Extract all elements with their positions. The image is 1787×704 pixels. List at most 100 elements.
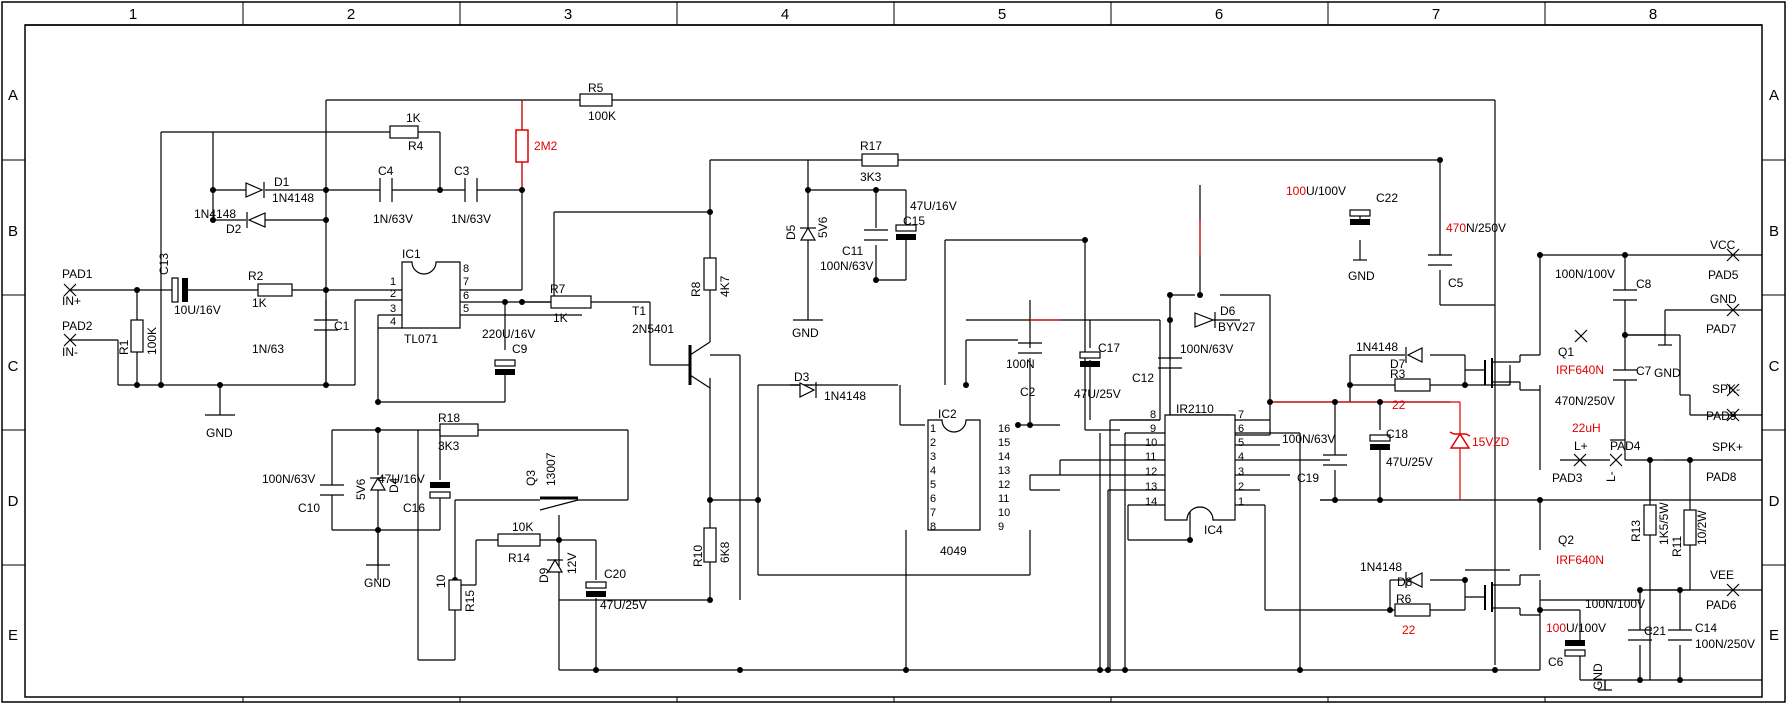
resistor-r5	[579, 93, 613, 107]
label: TL071	[404, 332, 438, 346]
label: 100K	[588, 109, 616, 123]
label: 470N/250V	[1555, 394, 1615, 408]
pin: 4	[1238, 451, 1244, 463]
pin: 15	[998, 437, 1010, 449]
components	[63, 93, 1740, 691]
component-labels: PAD1 IN+ PAD2 IN- C13 10U/16V R1 100K R2…	[62, 81, 1755, 690]
label: 2M2	[534, 139, 558, 153]
label: PAD2	[62, 319, 93, 333]
label: IRF640N	[1556, 553, 1604, 567]
label: C11	[842, 244, 863, 258]
pin: 11	[1145, 451, 1156, 463]
ic-bodies	[401, 261, 1236, 531]
highlight-wires	[521, 100, 1461, 500]
resistor-r1	[130, 319, 144, 353]
label: PAD9	[1706, 409, 1737, 423]
pin: 5	[930, 479, 936, 491]
electrolytic-caps	[160, 209, 1586, 657]
label: VCC	[1710, 238, 1736, 252]
label: GND	[364, 576, 391, 590]
resistor-r7	[550, 295, 592, 309]
pin: 14	[1145, 496, 1157, 508]
pin: 10	[998, 507, 1010, 519]
col-label: 6	[1215, 6, 1223, 23]
junctions	[134, 157, 1693, 683]
pin: 1	[930, 423, 936, 435]
label: SPK-	[1712, 382, 1740, 396]
label: 22	[1402, 623, 1416, 637]
label: L-	[1604, 471, 1618, 482]
col-label: 2	[347, 6, 355, 23]
pin: 2	[930, 437, 936, 449]
label: 100	[1286, 184, 1306, 198]
label: 1N4148	[1356, 340, 1398, 354]
label: PAD1	[62, 267, 93, 281]
label: U/100V	[1306, 184, 1346, 198]
resistor-r8	[703, 257, 717, 291]
label: 1N4148	[194, 207, 236, 221]
col-label: 7	[1432, 6, 1440, 23]
label: 1K	[406, 111, 421, 125]
pin: 4	[930, 465, 936, 477]
pin: 16	[998, 423, 1010, 435]
label: 22uH	[1572, 421, 1601, 435]
label: C8	[1636, 277, 1652, 291]
label: C4	[378, 164, 394, 178]
label: D8	[1397, 575, 1413, 589]
pin: 7	[930, 507, 936, 519]
pad-cross	[63, 248, 1740, 597]
resistor-2m2	[515, 129, 529, 163]
label: Q3	[524, 470, 538, 486]
pin: 7	[463, 276, 469, 288]
label: R2	[248, 269, 264, 283]
pin: 1	[1238, 496, 1244, 508]
label: 1N4148	[1360, 560, 1402, 574]
pin: 8	[463, 263, 469, 275]
label: 47U/25V	[1074, 387, 1121, 401]
label: C21	[1644, 624, 1666, 638]
resistor-r17	[861, 153, 899, 167]
label: N/250V	[1466, 221, 1506, 235]
resistor-r13	[1643, 504, 1657, 536]
label: R14	[508, 551, 530, 565]
pin: 6	[930, 493, 936, 505]
label: 5V6	[816, 216, 830, 238]
pin: 13	[1145, 481, 1157, 493]
label: GND	[1654, 366, 1681, 380]
label: IC1	[402, 247, 421, 261]
label: D5	[784, 224, 798, 240]
label: R17	[860, 139, 882, 153]
label: GND	[206, 426, 233, 440]
pin: 2	[390, 288, 396, 300]
label: 2N5401	[632, 322, 674, 336]
label: C20	[604, 567, 626, 581]
resistor-r14	[497, 533, 541, 547]
pin: 3	[390, 303, 396, 315]
col-label: 4	[781, 6, 789, 23]
wires	[70, 99, 1762, 690]
label: IC2	[938, 407, 957, 421]
pin: 1	[390, 276, 396, 288]
label: C17	[1098, 341, 1120, 355]
resistor-r10	[703, 527, 717, 563]
resistor-r4	[389, 125, 419, 139]
label: R7	[550, 282, 566, 296]
resistor-r3	[1394, 378, 1431, 392]
label: PAD6	[1706, 598, 1737, 612]
label: 100N/250V	[1695, 637, 1755, 651]
pin: 3	[1238, 466, 1244, 478]
label: 100	[1546, 621, 1566, 635]
label: C10	[298, 501, 320, 515]
label: C3	[454, 164, 470, 178]
pin: 7	[1238, 409, 1244, 421]
label: 100N/63V	[1180, 342, 1233, 356]
label: D3	[794, 370, 810, 384]
label: PAD7	[1706, 322, 1737, 336]
label: 1N/63	[252, 342, 284, 356]
label: 47U/25V	[1386, 455, 1433, 469]
label: C15	[903, 214, 925, 228]
label: C14	[1695, 621, 1717, 635]
pin: 12	[998, 479, 1010, 491]
label: C12	[1132, 371, 1154, 385]
